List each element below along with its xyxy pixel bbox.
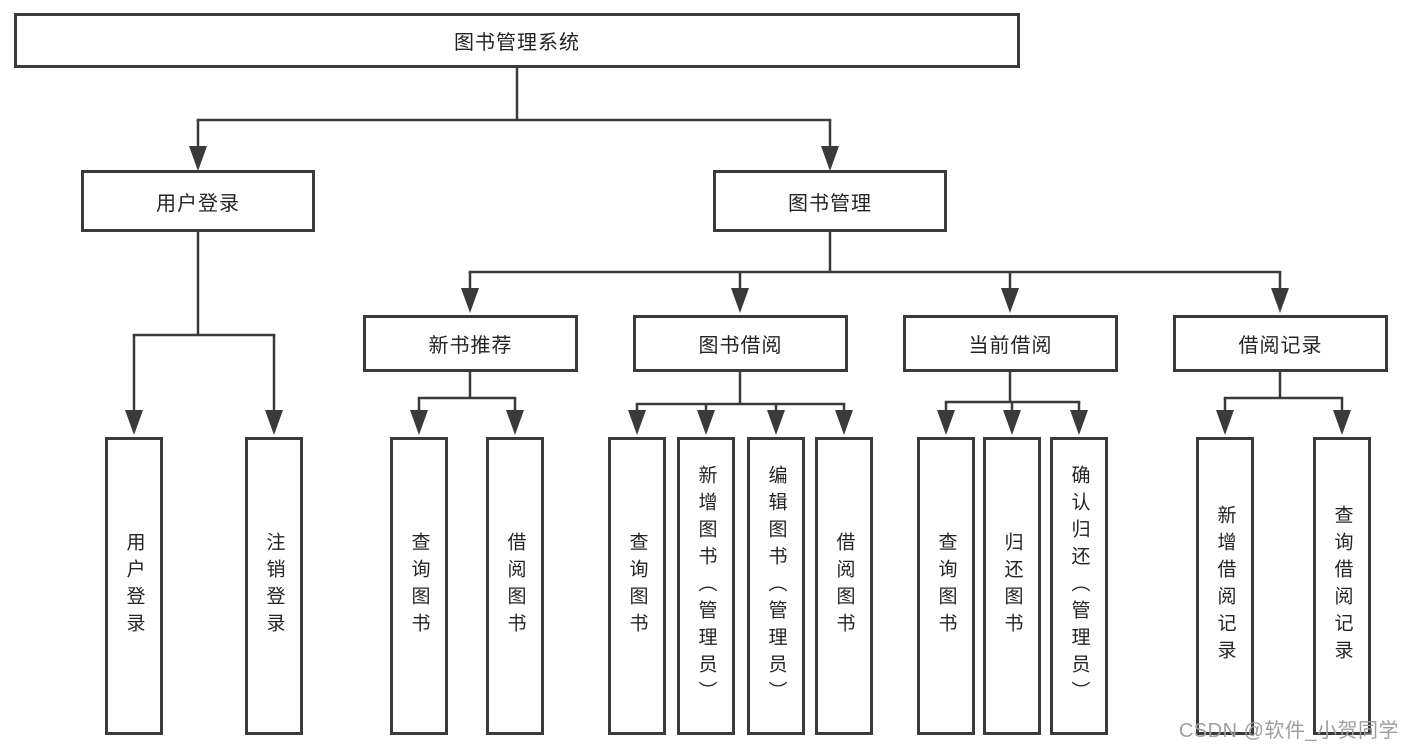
- arrowhead-icons: [125, 146, 1351, 435]
- node-new-book-recommend: 新书推荐: [363, 315, 578, 372]
- node-book-borrow: 图书借阅: [633, 315, 848, 372]
- leaf-borrow-books-recommend: 借阅图书: [486, 437, 544, 735]
- leaf-logout: 注销登录: [245, 437, 303, 735]
- node-borrow-records: 借阅记录: [1173, 315, 1388, 372]
- leaf-return-book: 归还图书: [983, 437, 1041, 735]
- leaf-user-login: 用户登录: [105, 437, 163, 735]
- leaf-borrow-books: 借阅图书: [815, 437, 873, 735]
- node-root: 图书管理系统: [14, 13, 1020, 68]
- leaf-edit-book-admin: 编辑图书（管理员）: [747, 437, 805, 735]
- node-book-management: 图书管理: [713, 170, 947, 232]
- leaf-query-books-recommend: 查询图书: [390, 437, 448, 735]
- leaf-add-book-admin: 新增图书（管理员）: [677, 437, 735, 735]
- leaf-add-borrow-record: 新增借阅记录: [1196, 437, 1254, 735]
- node-user-login: 用户登录: [81, 170, 315, 232]
- leaf-query-books-borrow: 查询图书: [608, 437, 666, 735]
- leaf-query-books-current: 查询图书: [917, 437, 975, 735]
- node-current-borrow: 当前借阅: [903, 315, 1118, 372]
- leaf-confirm-return-admin: 确认归还（管理员）: [1050, 437, 1108, 735]
- leaf-query-borrow-record: 查询借阅记录: [1313, 437, 1371, 735]
- watermark: CSDN @软件_小贺同学: [1178, 720, 1399, 742]
